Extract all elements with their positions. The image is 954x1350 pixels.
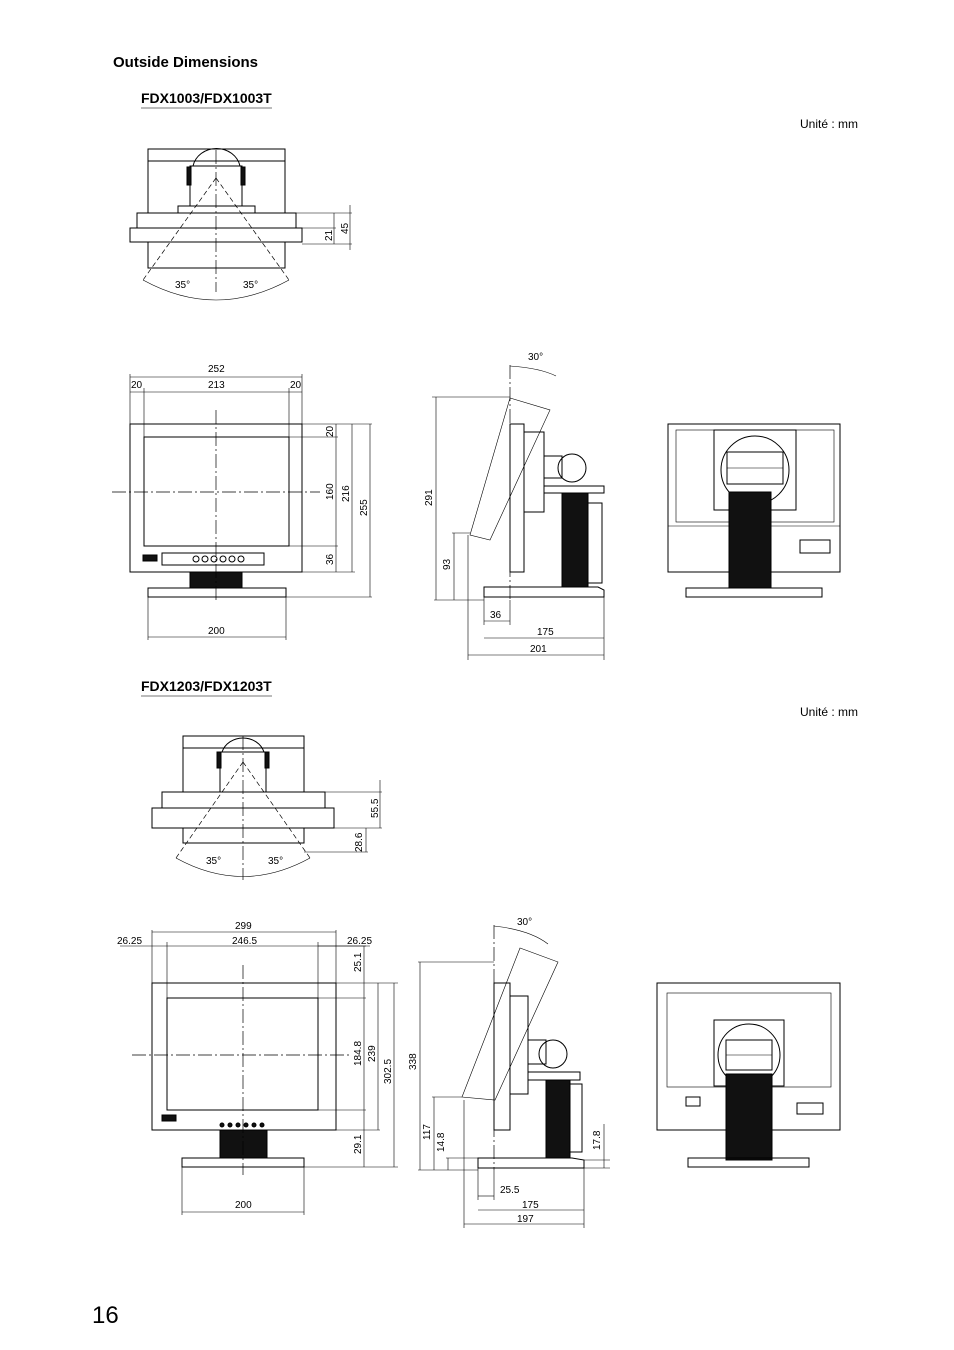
model-a-bottom-margin: 36 (325, 553, 336, 565)
model-a-total-height: 255 (359, 499, 370, 516)
model-b-title: FDX1203/FDX1203T (141, 678, 272, 697)
model-b-rear-view (656, 982, 841, 1168)
model-a-depth-b: 45 (340, 222, 351, 234)
page-number: 16 (92, 1302, 119, 1329)
model-b-screen-width: 246.5 (232, 936, 257, 947)
model-b-front-view (120, 930, 398, 1215)
model-b-total-height: 302.5 (383, 1059, 394, 1084)
model-a-right-margin: 20 (290, 380, 302, 391)
model-b-total-width: 299 (235, 921, 252, 932)
model-a-left-margin: 20 (131, 380, 143, 391)
model-b-rear-height: 17.8 (592, 1130, 603, 1150)
model-b-side-view (418, 925, 610, 1228)
model-a-max-height: 291 (424, 489, 435, 506)
model-b-base-width: 200 (235, 1200, 252, 1211)
model-b-base-height: 14.8 (436, 1132, 447, 1152)
model-b-right-margin: 26.25 (347, 936, 372, 947)
model-a-top-view (129, 148, 352, 301)
model-a-top-margin: 20 (325, 425, 336, 437)
model-a-unit: Unité : mm (800, 117, 859, 131)
model-b-top-view (151, 735, 382, 880)
model-a-screen-width: 213 (208, 380, 225, 391)
model-a-swivel-left: 35° (175, 280, 190, 291)
model-a-side-view (432, 365, 605, 660)
model-b-depth-a: 55.5 (370, 798, 381, 818)
model-b-tilt: 30° (517, 917, 532, 928)
model-b-top-margin: 25.1 (353, 952, 364, 972)
model-b-screen-height: 184.8 (353, 1041, 364, 1066)
model-b-swivel-left: 35° (206, 856, 221, 867)
model-b-bottom-margin: 29.1 (353, 1134, 364, 1154)
model-a-front-offset: 36 (490, 610, 502, 621)
model-a-front-view (112, 374, 372, 640)
model-a-min-height: 93 (442, 558, 453, 570)
model-b-max-height: 338 (408, 1053, 419, 1070)
model-a-rear-view (667, 423, 841, 598)
model-b-panel-height: 239 (367, 1045, 378, 1062)
model-b-depth-b: 28.6 (354, 832, 365, 852)
model-a-base-depth: 175 (537, 627, 554, 638)
model-a-total-depth: 201 (530, 644, 547, 655)
model-b-total-depth: 197 (517, 1214, 534, 1225)
model-b-min-height: 117 (422, 1124, 433, 1140)
model-b-left-margin: 26.25 (117, 936, 142, 947)
model-a-tilt: 30° (528, 352, 543, 363)
model-a-title: FDX1003/FDX1003T (141, 90, 272, 109)
model-a-screen-height: 160 (325, 483, 336, 500)
model-b-swivel-right: 35° (268, 856, 283, 867)
model-b-front-offset: 25.5 (500, 1185, 520, 1196)
model-a-panel-height: 216 (341, 485, 352, 502)
section-title: Outside Dimensions (113, 54, 259, 71)
model-a-swivel-right: 35° (243, 280, 258, 291)
model-b-unit: Unité : mm (800, 705, 859, 719)
model-a-total-width: 252 (208, 364, 225, 375)
model-b-base-depth: 175 (522, 1200, 539, 1211)
model-a-depth-a: 21 (324, 229, 335, 241)
model-a-base-width: 200 (208, 626, 225, 637)
